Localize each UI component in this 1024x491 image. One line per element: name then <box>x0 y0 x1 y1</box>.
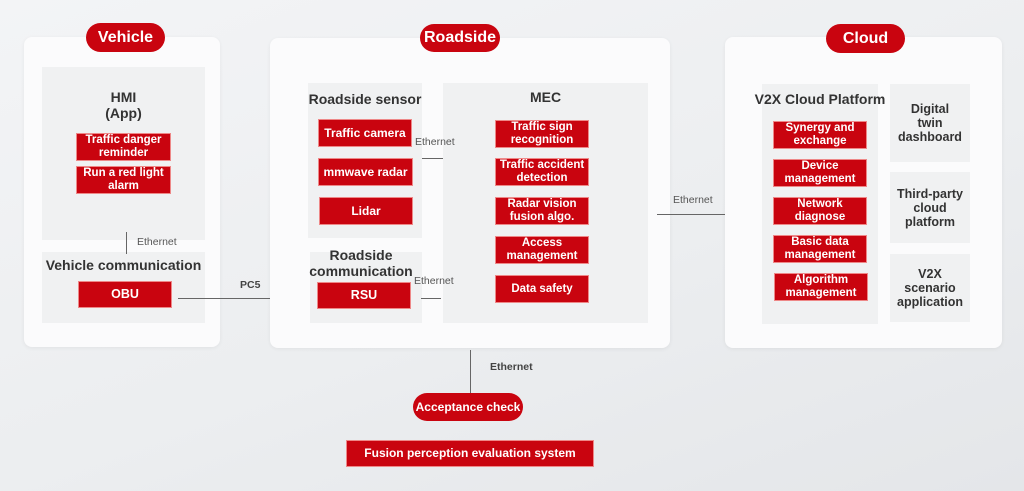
platform-item: Synergy and exchange <box>773 121 867 149</box>
sensor-mmwave-radar: mmwave radar <box>318 158 413 186</box>
side-item-v2x-scenario: V2X scenario application <box>890 254 970 322</box>
ethernet-arrow-rsu <box>421 298 441 299</box>
ethernet-arrow-bottom <box>470 350 471 393</box>
vehicle-label: Vehicle <box>86 23 165 52</box>
ethernet-label-vehicle: Ethernet <box>137 236 177 248</box>
sensor-lidar: Lidar <box>319 197 413 225</box>
acceptance-check-pill: Acceptance check <box>413 393 523 421</box>
ethernet-arrow-sensor <box>422 158 443 159</box>
platform-item: Device management <box>773 159 867 187</box>
obu-box: OBU <box>78 281 172 308</box>
pc5-label: PC5 <box>240 279 261 291</box>
rsu-box: RSU <box>317 282 411 309</box>
ethernet-label-rsu: Ethernet <box>414 275 454 287</box>
vehicle-comm-title: Vehicle communication <box>45 257 202 273</box>
side-item-digital-twin: Digital twin dashboard <box>890 84 970 162</box>
mec-item: Radar vision fusion algo. <box>495 197 589 225</box>
platform-item: Algorithm management <box>774 273 868 301</box>
mec-item: Access management <box>495 236 589 264</box>
platform-title: V2X Cloud Platform <box>754 91 886 107</box>
roadside-sensor-title: Roadside sensor <box>308 91 422 107</box>
pc5-arrow <box>178 298 312 299</box>
ethernet-label-bottom: Ethernet <box>490 361 533 373</box>
cloud-label: Cloud <box>826 24 905 53</box>
platform-item: Basic data management <box>773 235 867 263</box>
ethernet-arrow-cloud <box>657 214 733 215</box>
sensor-traffic-camera: Traffic camera <box>318 119 412 147</box>
mec-item: Traffic sign recognition <box>495 120 589 148</box>
roadside-comm-title: Roadside communication <box>309 247 413 279</box>
ethernet-label-cloud: Ethernet <box>673 194 713 206</box>
hmi-item-redlight: Run a red light alarm <box>76 166 171 194</box>
hmi-item-danger: Traffic danger reminder <box>76 133 171 161</box>
mec-item: Traffic accident detection <box>495 158 589 186</box>
hmi-title: HMI (App) <box>105 89 142 121</box>
fusion-evaluation-box: Fusion perception evaluation system <box>346 440 594 467</box>
ethernet-arrow-vehicle <box>126 232 127 254</box>
side-item-third-party: Third-party cloud platform <box>890 172 970 243</box>
platform-item: Network diagnose <box>773 197 867 225</box>
roadside-label: Roadside <box>420 24 500 52</box>
mec-item: Data safety <box>495 275 589 303</box>
mec-title: MEC <box>529 89 562 105</box>
ethernet-label-sensor: Ethernet <box>415 136 455 148</box>
